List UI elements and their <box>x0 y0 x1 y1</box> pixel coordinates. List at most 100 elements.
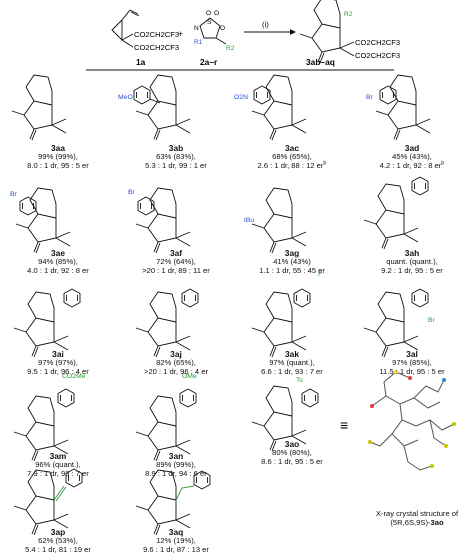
xray-structure-image <box>368 369 456 471</box>
compound-3am: 3am 96% (quant.), 7.9 : 1 dr, 93 : 7 er <box>2 451 114 478</box>
compound-id: 3aa <box>51 143 65 153</box>
compound-3an: 3an 89% (99%), 8.9 : 1 dr, 94 : 6 er <box>120 451 232 478</box>
compound-selectivity: 6.6 : 1 dr, 93 : 7 er <box>261 366 323 376</box>
reagent-2-structure <box>199 17 227 45</box>
structure-3ad <box>375 74 431 141</box>
compound-selectivity: 4.2 : 1 dr, 92 : 8 er <box>379 160 442 170</box>
svg-text:N: N <box>194 25 199 32</box>
compound-id: 3an <box>168 451 184 461</box>
compound-3al: 3al 97% (85%), 11.5 : 1 dr, 95 : 5 er <box>356 349 468 376</box>
compound-id: 3ap <box>50 527 66 537</box>
product-label: 3ab–aq <box>306 57 335 67</box>
compound-yield: 12% (19%), <box>156 536 196 546</box>
reagent-1a-structure <box>111 9 140 48</box>
xray-compound-id: 3ao <box>430 517 444 527</box>
reagent-1a-label: 1a <box>136 57 146 67</box>
compound-selectivity: 8.9 : 1 dr, 94 : 6 er <box>145 468 207 478</box>
compound-selectivity: 8.0 : 1 dr, 95 : 5 er <box>27 160 89 170</box>
compound-selectivity: 8.6 : 1 dr, 95 : 5 er <box>261 456 323 466</box>
plus-sign: + <box>178 29 183 39</box>
compound-yield: 94% (85%), <box>38 257 78 267</box>
product-ester-2: CO2CH2CF3 <box>355 51 400 60</box>
compound-selectivity: 5.4 : 1 dr, 81 : 19 er <box>25 544 91 554</box>
conditions-label: (i) <box>262 20 269 29</box>
compound-3aq: 3aq 12% (19%), 9.6 : 1 dr, 87 : 13 er <box>120 527 232 554</box>
compound-selectivity: 7.9 : 1 dr, 93 : 7 er <box>27 468 89 478</box>
compound-id: 3aj <box>170 349 182 359</box>
structure-3aj <box>135 288 199 358</box>
structure-3aa <box>11 74 67 141</box>
structure-3af <box>135 187 191 254</box>
product-structure <box>299 0 355 64</box>
xray-caption: X-ray crystal structure of (5R,6S,9S)-3a… <box>364 509 470 527</box>
compound-id: 3ag <box>284 248 300 258</box>
label-co2me: CO2Me <box>62 373 86 380</box>
compound-id: 3al <box>406 349 418 359</box>
compound-yield: 80% (80%), <box>272 448 312 458</box>
structure-3ah <box>363 176 429 250</box>
compound-3ah: 3ah quant. (quant.), 9.2 : 1 dr, 95 : 5 … <box>356 248 468 275</box>
reaction-header: CO2CH2CF3 CO2CH2CF3 + O O S N O R1 R2 (i… <box>86 0 400 71</box>
structure-3ai <box>13 288 81 358</box>
compound-selectivity: 2.6 : 1 dr, 88 : 12 er <box>257 160 324 170</box>
compound-id: 3ab <box>168 143 184 153</box>
compound-selectivity: 11.5 : 1 dr, 95 : 5 er <box>379 366 445 376</box>
svg-text:O: O <box>220 25 225 32</box>
label-ts: Ts <box>296 377 303 384</box>
xray-caption-line-1: X-ray crystal structure of <box>375 509 459 518</box>
label-br-3al: Br <box>428 317 436 324</box>
compound-selectivity: 9.6 : 1 dr, 87 : 13 er <box>143 544 209 554</box>
compound-id: 3aq <box>168 527 184 537</box>
compound-3aj: 3aj 82% (65%), >20 : 1 dr, 96 : 4 er <box>120 349 232 376</box>
label-f: F <box>318 271 322 278</box>
product-ester-1: CO2CH2CF3 <box>355 38 400 47</box>
compound-yield: 82% (65%), <box>156 358 196 368</box>
compound-yield: 41% (43%) <box>273 257 311 267</box>
compound-3ap: 3ap 62% (53%), 5.4 : 1 dr, 81 : 19 er <box>2 527 114 554</box>
structure-3al <box>363 288 429 358</box>
svg-text:O: O <box>206 10 211 17</box>
compound-yield: 96% (quant.), <box>35 460 81 470</box>
structure-3ag <box>251 187 307 254</box>
compound-yield: quant. (quant.), <box>386 257 438 267</box>
label-meo: MeO <box>118 94 133 101</box>
label-ome: OMe <box>182 373 197 380</box>
footnote-mark: b <box>441 160 445 167</box>
compound-3ab: 3ab 63% (83%), 5.3 : 1 dr, 99 : 1 er <box>120 143 232 170</box>
equivalence-symbol: ≡ <box>340 417 348 433</box>
compound-selectivity: 4.0 : 1 dr, 92 : 8 er <box>27 265 89 275</box>
label-br-3af: Br <box>128 189 136 196</box>
compound-selectivity: >20 : 1 dr, 96 : 4 er <box>144 366 208 376</box>
label-br-3ad: Br <box>366 94 374 101</box>
xray-caption-line-2: (5R,6S,9S)- <box>390 517 431 527</box>
reagent-2-label: 2a–r <box>200 57 218 67</box>
compound-yield: 99% (99%), <box>38 152 78 162</box>
compound-yield: 63% (83%), <box>156 152 196 162</box>
compound-id: 3ak <box>285 349 299 359</box>
compound-3ak: 3ak 97% (quant.), 6.6 : 1 dr, 93 : 7 er <box>236 349 348 376</box>
compound-3ai: 3ai 97% (97%), 9.5 : 1 dr, 96 : 4 er <box>2 349 114 376</box>
footnote-mark: b <box>323 160 327 167</box>
compound-id: 3ah <box>404 248 420 258</box>
structure-3aq <box>135 469 211 536</box>
compound-id: 3ae <box>51 248 65 258</box>
reagent-1a-ester-2: CO2CH2CF3 <box>134 43 179 52</box>
compound-yield: 97% (85%), <box>392 358 432 368</box>
compound-selectivity: >20 : 1 dr, 89 : 11 er <box>142 265 210 275</box>
reagent-1a-ester-1: CO2CH2CF3 <box>134 30 179 39</box>
label-o2n: O2N <box>234 94 248 101</box>
compound-3ac: 3ac 68% (65%), 2.6 : 1 dr, 88 : 12 erb <box>236 143 348 170</box>
structure-3ab <box>133 74 191 141</box>
compound-id: 3ai <box>52 349 64 359</box>
product-r2-label: R2 <box>344 11 353 18</box>
compound-selectivity: 9.5 : 1 dr, 96 : 4 er <box>27 366 89 376</box>
label-br-3ae: Br <box>10 191 18 198</box>
compound-id: 3am <box>49 451 67 461</box>
compound-yield: 62% (53%), <box>38 536 78 546</box>
compound-3aa: 3aa 99% (99%), 8.0 : 1 dr, 95 : 5 er <box>2 143 114 170</box>
structure-3an <box>135 388 197 462</box>
compound-3ae: 3ae 94% (85%), 4.0 : 1 dr, 92 : 8 er <box>2 248 114 275</box>
compound-yield: 68% (65%), <box>272 152 312 162</box>
compound-id: 3af <box>169 248 183 258</box>
structure-3ak <box>251 288 311 358</box>
